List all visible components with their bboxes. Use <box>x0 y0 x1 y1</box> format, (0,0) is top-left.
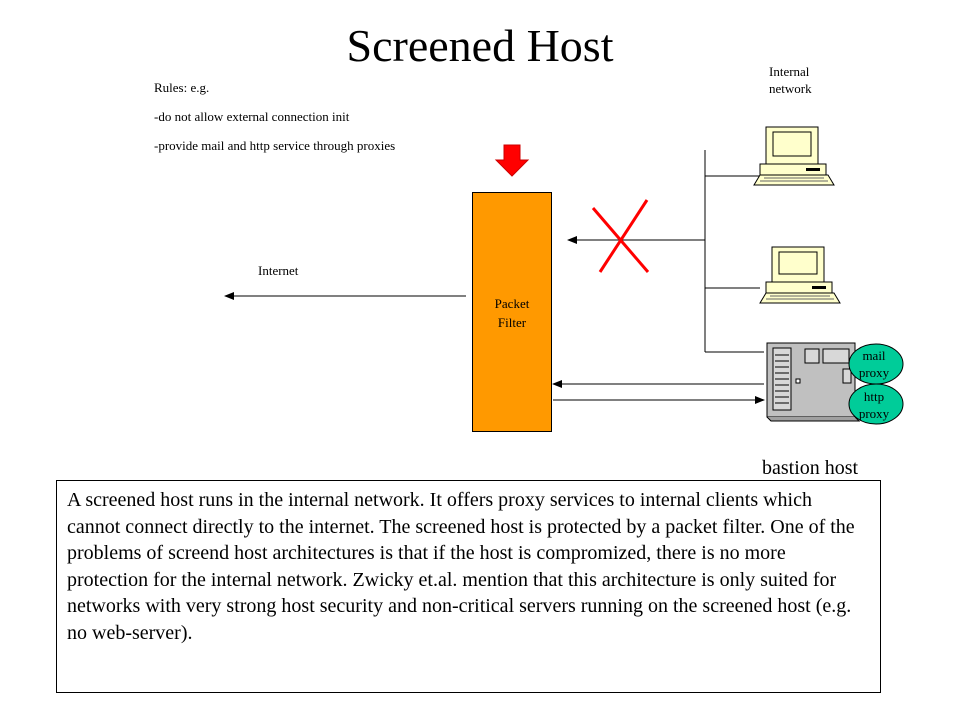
page-title: Screened Host <box>346 20 614 71</box>
description-box: A screened host runs in the internal net… <box>56 480 881 693</box>
mail-proxy-label-line: proxy <box>858 365 890 380</box>
bastion-host-label: bastion host <box>762 457 859 479</box>
packet-filter-label: Packet Filter <box>472 294 552 332</box>
internal-network-bus <box>704 150 764 353</box>
packet-filter-label-line: Filter <box>497 315 527 330</box>
mail-proxy-label-line: mail <box>862 348 886 363</box>
description-text: A screened host runs in the internal net… <box>67 489 855 644</box>
internal-network-label-line: network <box>769 81 812 96</box>
red-x-icon <box>591 199 650 273</box>
internet-label: Internet <box>258 263 299 278</box>
server-icon <box>766 342 861 422</box>
packet-filter-box <box>472 192 552 432</box>
rules-title: Rules: e.g. <box>154 80 210 95</box>
internal-network-label: Internal network <box>769 63 812 97</box>
desktop-computer-icon <box>753 126 835 186</box>
rule-item: -do not allow external connection init <box>154 109 350 124</box>
internal-network-label-line: Internal <box>769 64 810 79</box>
http-proxy-label: http proxy <box>851 388 897 422</box>
http-proxy-label-line: proxy <box>858 406 890 421</box>
desktop-computer-icon <box>759 246 841 304</box>
http-proxy-bubble <box>848 383 904 425</box>
rule-item: -provide mail and http service through p… <box>154 138 396 153</box>
http-proxy-label-line: http <box>863 389 885 404</box>
red-down-arrow-icon <box>494 144 530 177</box>
packet-filter-label-line: Packet <box>494 296 530 311</box>
mail-proxy-label: mail proxy <box>851 347 897 381</box>
